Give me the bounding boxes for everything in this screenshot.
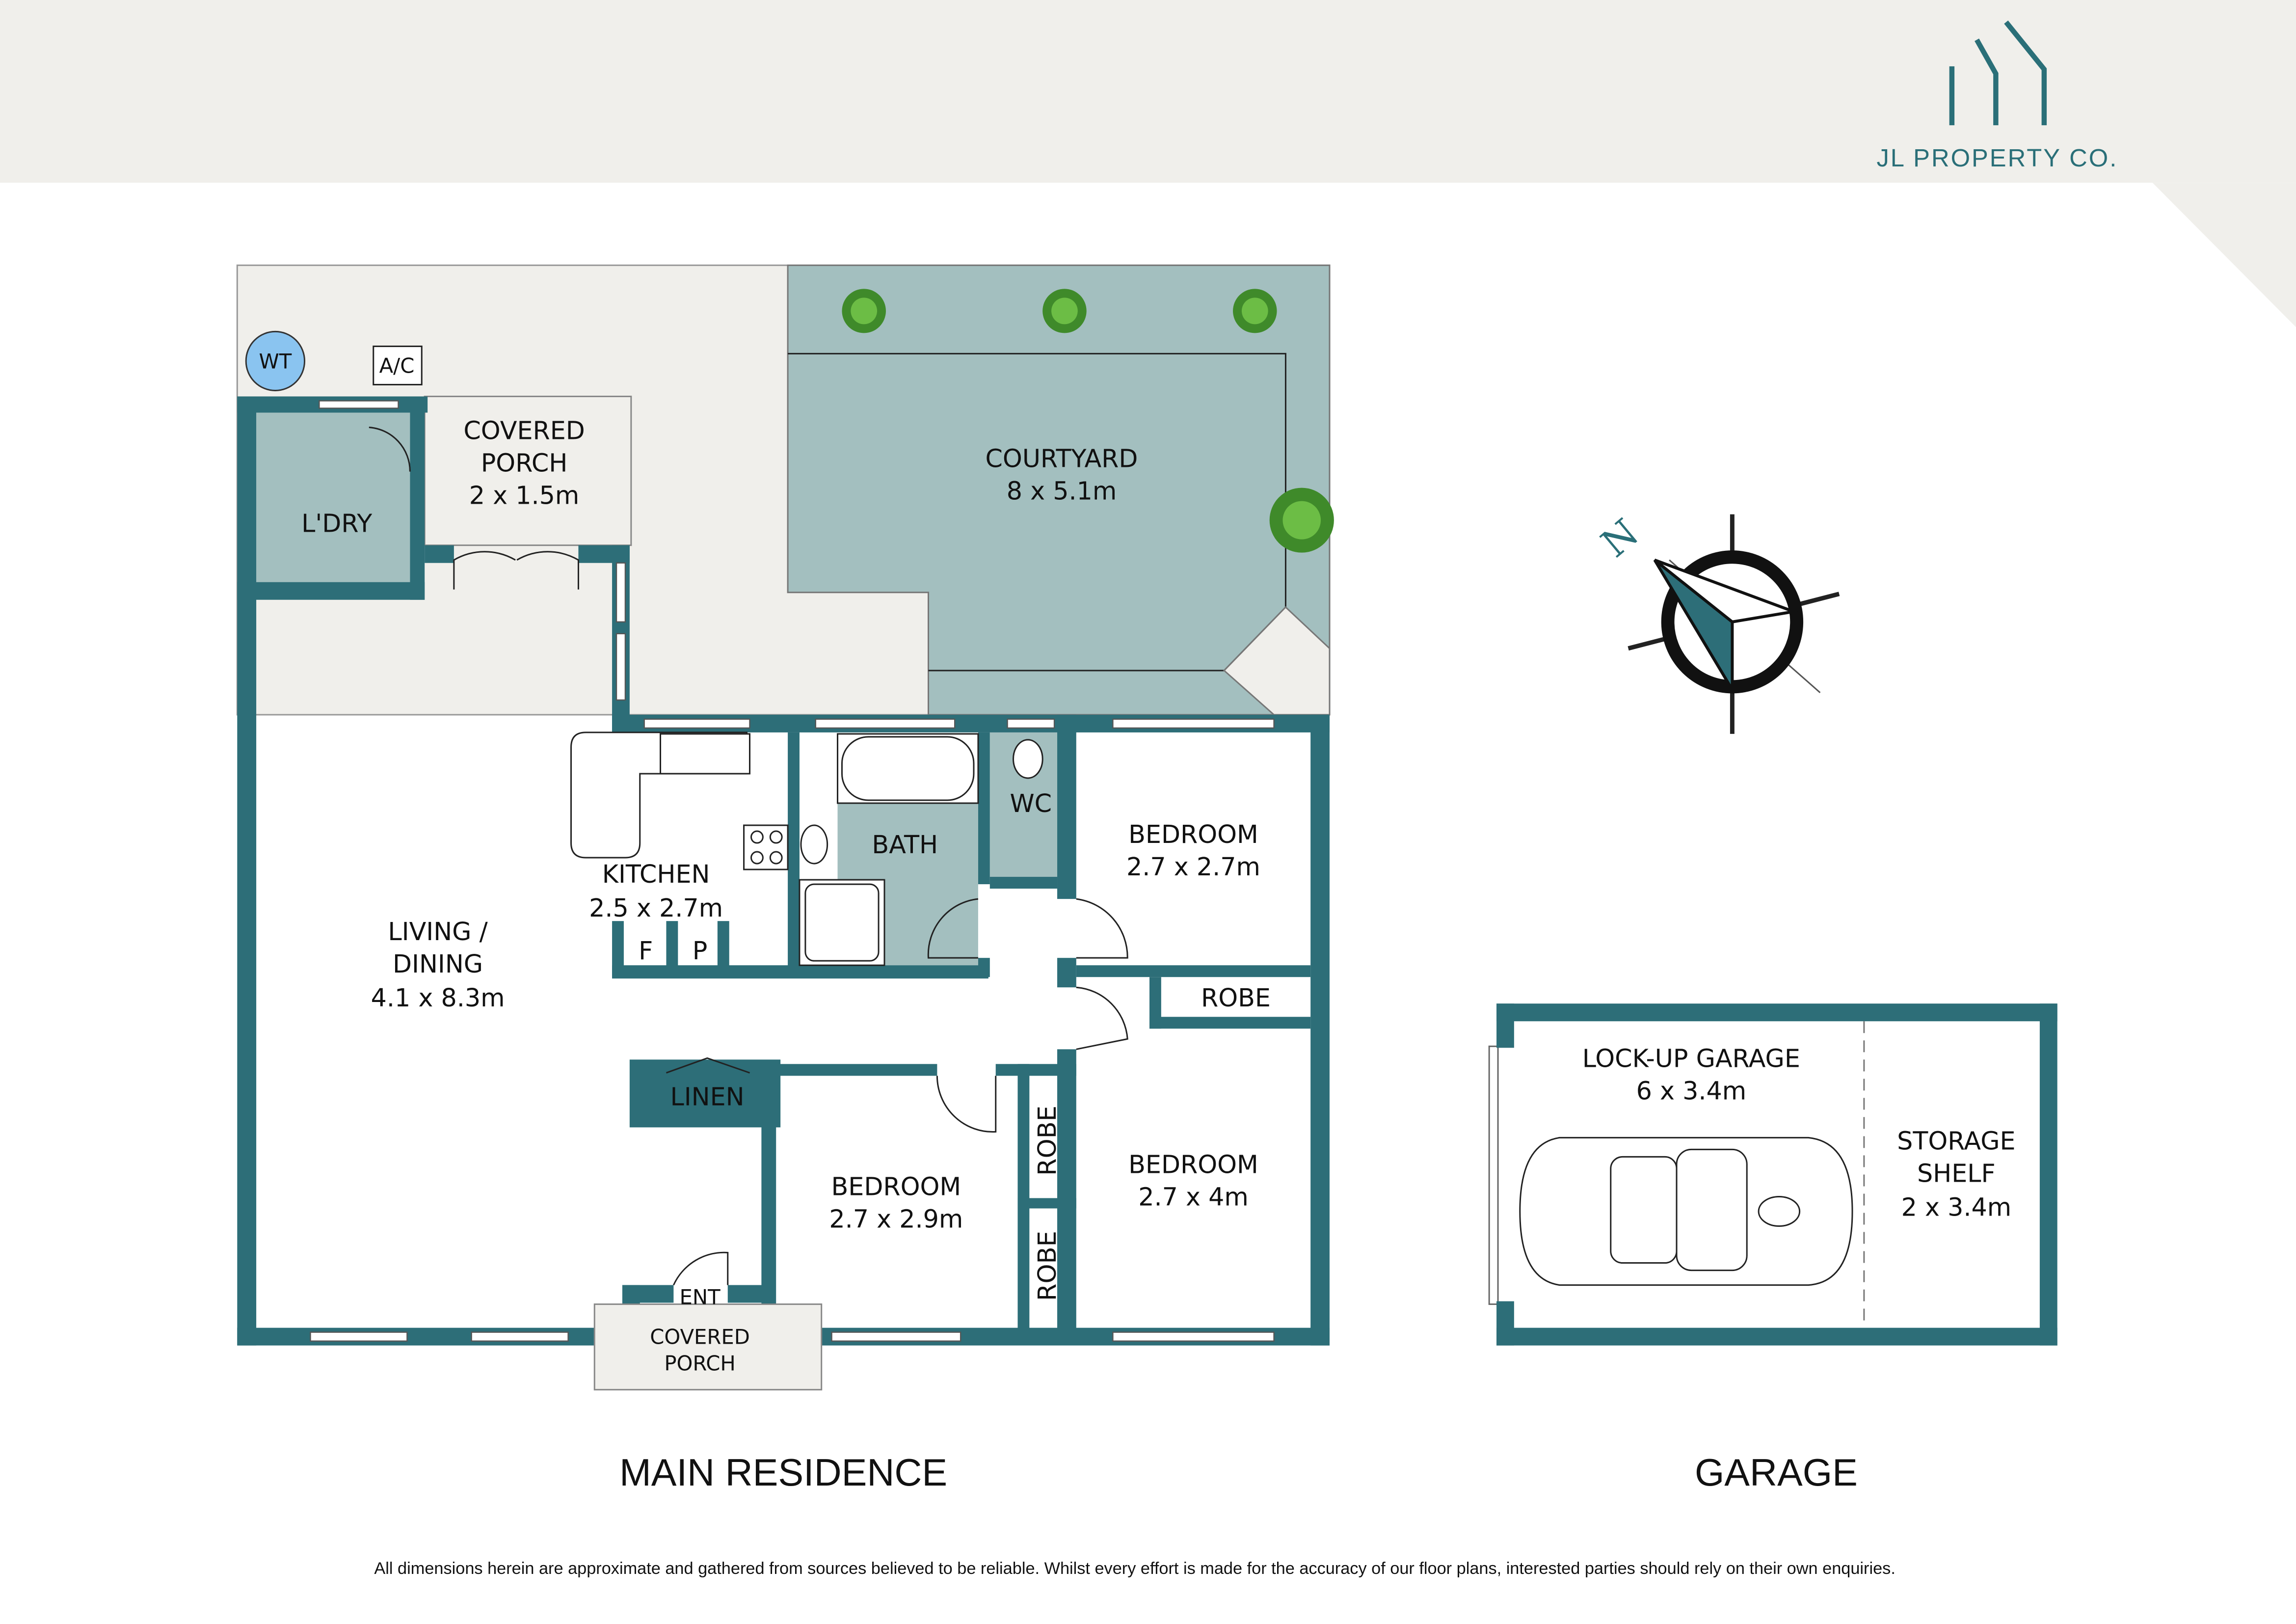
garage-title: GARAGE	[1695, 1452, 1858, 1494]
main-residence-title: MAIN RESIDENCE	[619, 1452, 947, 1494]
courtyard-label: COURTYARD	[986, 444, 1138, 473]
entry-label: ENT	[680, 1285, 721, 1309]
lockup-garage-label: LOCK-UP GARAGE	[1582, 1044, 1800, 1073]
svg-text:2 x 3.4m: 2 x 3.4m	[1901, 1192, 2012, 1221]
svg-text:ROBE: ROBE	[1033, 1231, 1062, 1301]
car-icon	[1519, 1137, 1853, 1286]
svg-text:WT: WT	[259, 349, 292, 373]
bedroom-1-label: BEDROOM	[1128, 820, 1258, 849]
svg-text:F: F	[639, 936, 653, 965]
svg-text:4.1 x 8.3m: 4.1 x 8.3m	[371, 983, 505, 1012]
svg-text:A/C: A/C	[379, 353, 415, 378]
kitchen-label: KITCHEN	[602, 860, 710, 889]
porch-rear-label: COVERED	[463, 416, 585, 445]
storage-shelf-label: STORAGE	[1897, 1126, 2015, 1155]
svg-text:2 x 1.5m: 2 x 1.5m	[469, 481, 580, 510]
north-label: N	[1593, 511, 1647, 566]
linen-label: LINEN	[670, 1082, 744, 1111]
svg-text:P: P	[693, 936, 708, 965]
svg-text:SHELF: SHELF	[1917, 1159, 1996, 1188]
laundry-floor	[256, 412, 410, 582]
bath-label: BATH	[872, 830, 938, 859]
svg-text:8 x 5.1m: 8 x 5.1m	[1007, 476, 1117, 505]
tree-icon	[842, 289, 1334, 553]
covered-porch-front	[593, 1303, 823, 1391]
bedroom-3-label: BEDROOM	[1128, 1150, 1258, 1179]
covered-porch-rear	[424, 395, 632, 546]
svg-text:6 x 3.4m: 6 x 3.4m	[1636, 1076, 1747, 1105]
laundry-label: L'DRY	[301, 509, 373, 538]
svg-text:PORCH: PORCH	[664, 1352, 736, 1376]
air-conditioner: A/C	[373, 345, 423, 385]
svg-text:2.7 x 2.7m: 2.7 x 2.7m	[1126, 852, 1260, 881]
bedroom-2-label: BEDROOM	[831, 1172, 961, 1201]
brand-logo: JL PROPERTY CO.	[1876, 20, 2118, 172]
disclaimer: All dimensions herein are approximate an…	[374, 1559, 1895, 1578]
living-label: LIVING /	[388, 917, 488, 946]
compass-icon: N	[1593, 511, 1840, 734]
svg-text:2.7 x 2.9m: 2.7 x 2.9m	[829, 1204, 963, 1233]
room-labels: COVERED PORCH 2 x 1.5m L'DRY COURTYARD 8…	[301, 416, 1271, 1375]
brand-name: JL PROPERTY CO.	[1876, 144, 2118, 172]
water-tank: WT	[245, 330, 306, 391]
svg-text:ROBE: ROBE	[1033, 1106, 1062, 1176]
svg-text:ROBE: ROBE	[1201, 983, 1271, 1012]
garage: LOCK-UP GARAGE 6 x 3.4m STORAGE SHELF 2 …	[1488, 1003, 2057, 1346]
header-band	[0, 0, 2296, 327]
svg-text:DINING: DINING	[393, 949, 483, 978]
walls	[237, 396, 1330, 1346]
windows	[310, 400, 1275, 1342]
svg-text:2.5 x 2.7m: 2.5 x 2.7m	[589, 893, 723, 922]
svg-text:PORCH: PORCH	[481, 448, 568, 477]
doors	[369, 427, 1128, 1286]
svg-text:2.7 x 4m: 2.7 x 4m	[1138, 1182, 1249, 1211]
porch-front-label: COVERED	[650, 1325, 750, 1349]
wc-label: WC	[1010, 789, 1052, 818]
kitchen-fixtures	[570, 731, 1043, 966]
